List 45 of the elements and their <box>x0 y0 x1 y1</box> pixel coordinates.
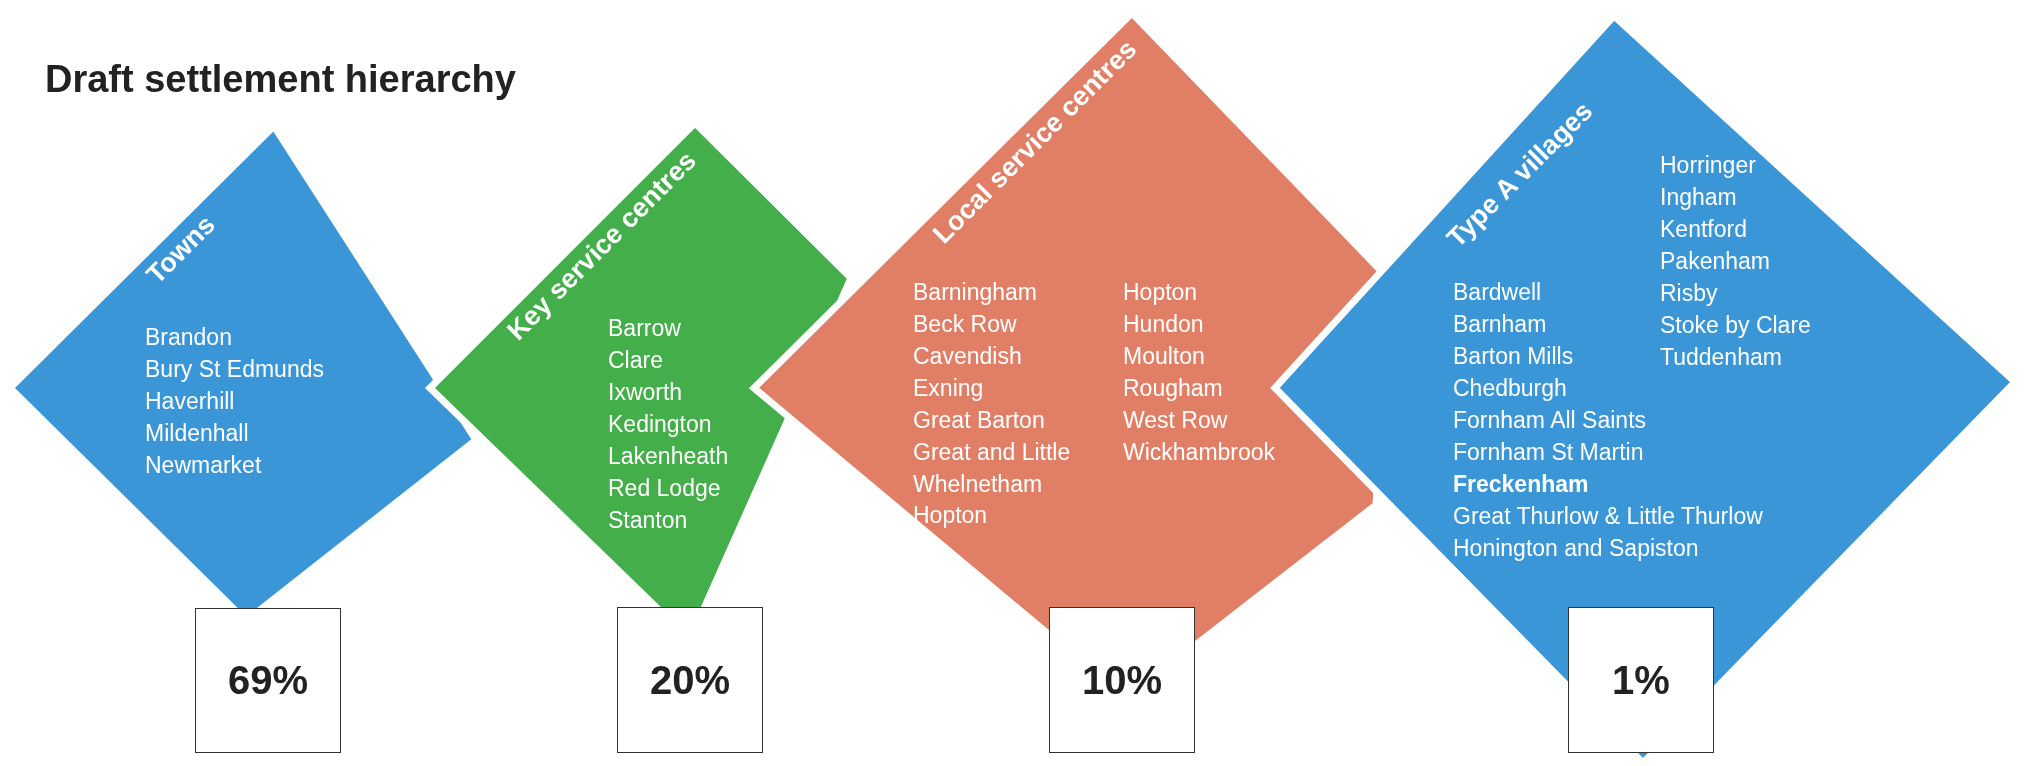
settlement-name: Clare <box>608 346 663 375</box>
settlement-name: Bury St Edmunds <box>145 355 324 384</box>
settlement-name: Rougham <box>1123 374 1223 403</box>
settlement-name: Brandon <box>145 323 232 352</box>
settlement-name: Haverhill <box>145 387 235 416</box>
settlement-name: Pakenham <box>1660 247 1770 276</box>
settlement-name: Cavendish <box>913 342 1023 371</box>
settlement-name: Freckenham <box>1453 470 1589 499</box>
settlement-name: Risby <box>1660 279 1718 308</box>
percentage-box: 69% <box>195 608 341 753</box>
settlement-name: Stanton <box>608 506 688 535</box>
settlement-name: Mildenhall <box>145 419 249 448</box>
settlement-name: Hopton <box>1123 278 1198 307</box>
settlement-name: Hopton <box>913 501 989 530</box>
settlement-name: Barrow <box>608 314 681 343</box>
settlement-name: Kedington <box>608 410 712 439</box>
settlement-name: Great Barton <box>913 406 1046 435</box>
settlement-name: Horringer <box>1660 151 1756 180</box>
settlement-name: Tuddenham <box>1660 343 1782 372</box>
settlement-name: Great Thurlow & Little Thurlow <box>1453 502 1763 531</box>
settlement-name: Moulton <box>1123 342 1205 371</box>
settlement-name: Fornham All Saints <box>1453 406 1647 435</box>
settlement-name: Red Lodge <box>608 474 721 503</box>
settlement-name: Barningham <box>913 278 1039 307</box>
settlement-name: Kentford <box>1660 215 1747 244</box>
settlement-name: Stoke by Clare <box>1660 311 1811 340</box>
title: Draft settlement hierarchy <box>45 58 516 101</box>
settlement-name: Great and Little Whelnetham <box>913 438 1072 499</box>
settlement-name: Bardwell <box>1453 278 1542 307</box>
settlement-name: Hundon <box>1123 310 1204 339</box>
settlement-name: Fornham St Martin <box>1453 438 1644 467</box>
settlement-name: Beck Row <box>913 310 1018 339</box>
settlement-name: Barton Mills <box>1453 342 1574 371</box>
settlement-name: Chedburgh <box>1453 374 1567 403</box>
settlement-name: Exning <box>913 374 985 403</box>
settlement-name: West Row <box>1123 406 1228 435</box>
settlement-name: Barnham <box>1453 310 1547 339</box>
settlement-name: Ingham <box>1660 183 1737 212</box>
settlement-name: Newmarket <box>145 451 262 480</box>
settlement-name: Ixworth <box>608 378 683 407</box>
percentage-box: 10% <box>1049 607 1195 753</box>
settlement-name: Wickhambrook <box>1123 438 1276 467</box>
settlement-name: Lakenheath <box>608 442 729 471</box>
percentage-box: 20% <box>617 607 763 753</box>
settlement-name: Honington and Sapiston <box>1453 534 1699 563</box>
